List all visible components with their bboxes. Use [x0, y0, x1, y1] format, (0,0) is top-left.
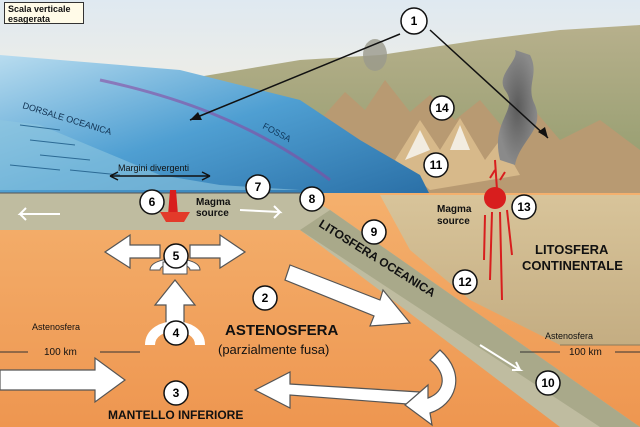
svg-text:14: 14 [435, 101, 449, 115]
pointer-to-ocean [189, 33, 401, 121]
svg-text:9: 9 [371, 225, 378, 239]
svg-text:6: 6 [149, 195, 156, 209]
ridge-fractures [9, 124, 121, 176]
astenosfera-sub: (parzialmente fusa) [218, 342, 329, 357]
svg-text:4: 4 [173, 326, 180, 340]
marker-14: 14 [429, 95, 455, 121]
svg-text:3: 3 [173, 386, 180, 400]
marker-8: 8 [299, 186, 325, 212]
svg-text:5: 5 [173, 249, 180, 263]
magma-right-line1: Magma [437, 204, 472, 215]
marker-4: 4 [163, 320, 189, 346]
marker-3: 3 [163, 380, 189, 406]
arc-magma-chamber [484, 187, 506, 209]
snow-caps [405, 125, 470, 160]
arrow-curve [404, 349, 457, 427]
astenosfera-title: ASTENOSFERA [225, 322, 339, 339]
arrow-right-top [189, 233, 247, 270]
margini-label: Margini divergenti [118, 163, 189, 173]
ridge-magma [168, 190, 178, 215]
marker-6: 6 [139, 189, 165, 215]
slab-motion [479, 344, 524, 371]
lito-cont-line1: LITOSFERA [535, 242, 609, 257]
scale-note-line2: esagerata [8, 14, 51, 24]
depth-right-label: 100 km [569, 347, 602, 358]
marker-2: 2 [252, 285, 278, 311]
arrow-down-right [284, 264, 412, 327]
ridge-magma-chamber [160, 212, 190, 222]
magma-right-line2: source [437, 216, 470, 227]
marker-1: 1 [400, 7, 428, 35]
svg-text:12: 12 [458, 275, 472, 289]
svg-text:13: 13 [517, 200, 531, 214]
magma-left-line1: Magma [196, 197, 231, 208]
plate-motion-left [17, 207, 60, 221]
ridge-zone [0, 120, 300, 190]
volcano-plume [497, 50, 538, 165]
numbered-markers: 1 2 3 4 5 6 7 8 9 10 11 12 13 14 [139, 7, 561, 406]
marker-12: 12 [452, 269, 478, 295]
divergence-arrow [109, 171, 211, 181]
svg-text:1: 1 [411, 14, 418, 28]
astenosfera-left-label: Astenosfera [32, 322, 80, 332]
marker-13: 13 [511, 194, 537, 220]
plate-motion-right [239, 205, 283, 219]
marker-11: 11 [423, 152, 449, 178]
svg-text:7: 7 [255, 180, 262, 194]
trench-line [99, 78, 331, 182]
scale-note-line1: Scala verticale [8, 4, 71, 14]
arrow-left-bottom [253, 371, 421, 409]
scale-note-box: Scala verticale esagerata [4, 2, 84, 24]
astenosfera-right-label: Astenosfera [545, 331, 593, 341]
marker-10: 10 [535, 370, 561, 396]
svg-text:8: 8 [309, 192, 316, 206]
arrow-right-bottom [0, 356, 127, 404]
marker-5: 5 [163, 243, 189, 269]
svg-text:11: 11 [430, 158, 443, 172]
svg-text:10: 10 [541, 376, 555, 390]
arrow-left-top [103, 233, 161, 270]
pointer-to-continent [429, 29, 549, 139]
depth-left-label: 100 km [44, 347, 77, 358]
marker-9: 9 [361, 219, 387, 245]
lito-cont-line2: CONTINENTALE [522, 258, 623, 273]
marker-7: 7 [245, 174, 271, 200]
continental-lithosphere [380, 195, 640, 345]
mantello-label: MANTELLO INFERIORE [108, 408, 243, 422]
magma-left-line2: source [196, 208, 229, 219]
convection-arrows [0, 233, 457, 427]
magma-veins [483, 159, 513, 301]
svg-text:2: 2 [262, 291, 269, 305]
